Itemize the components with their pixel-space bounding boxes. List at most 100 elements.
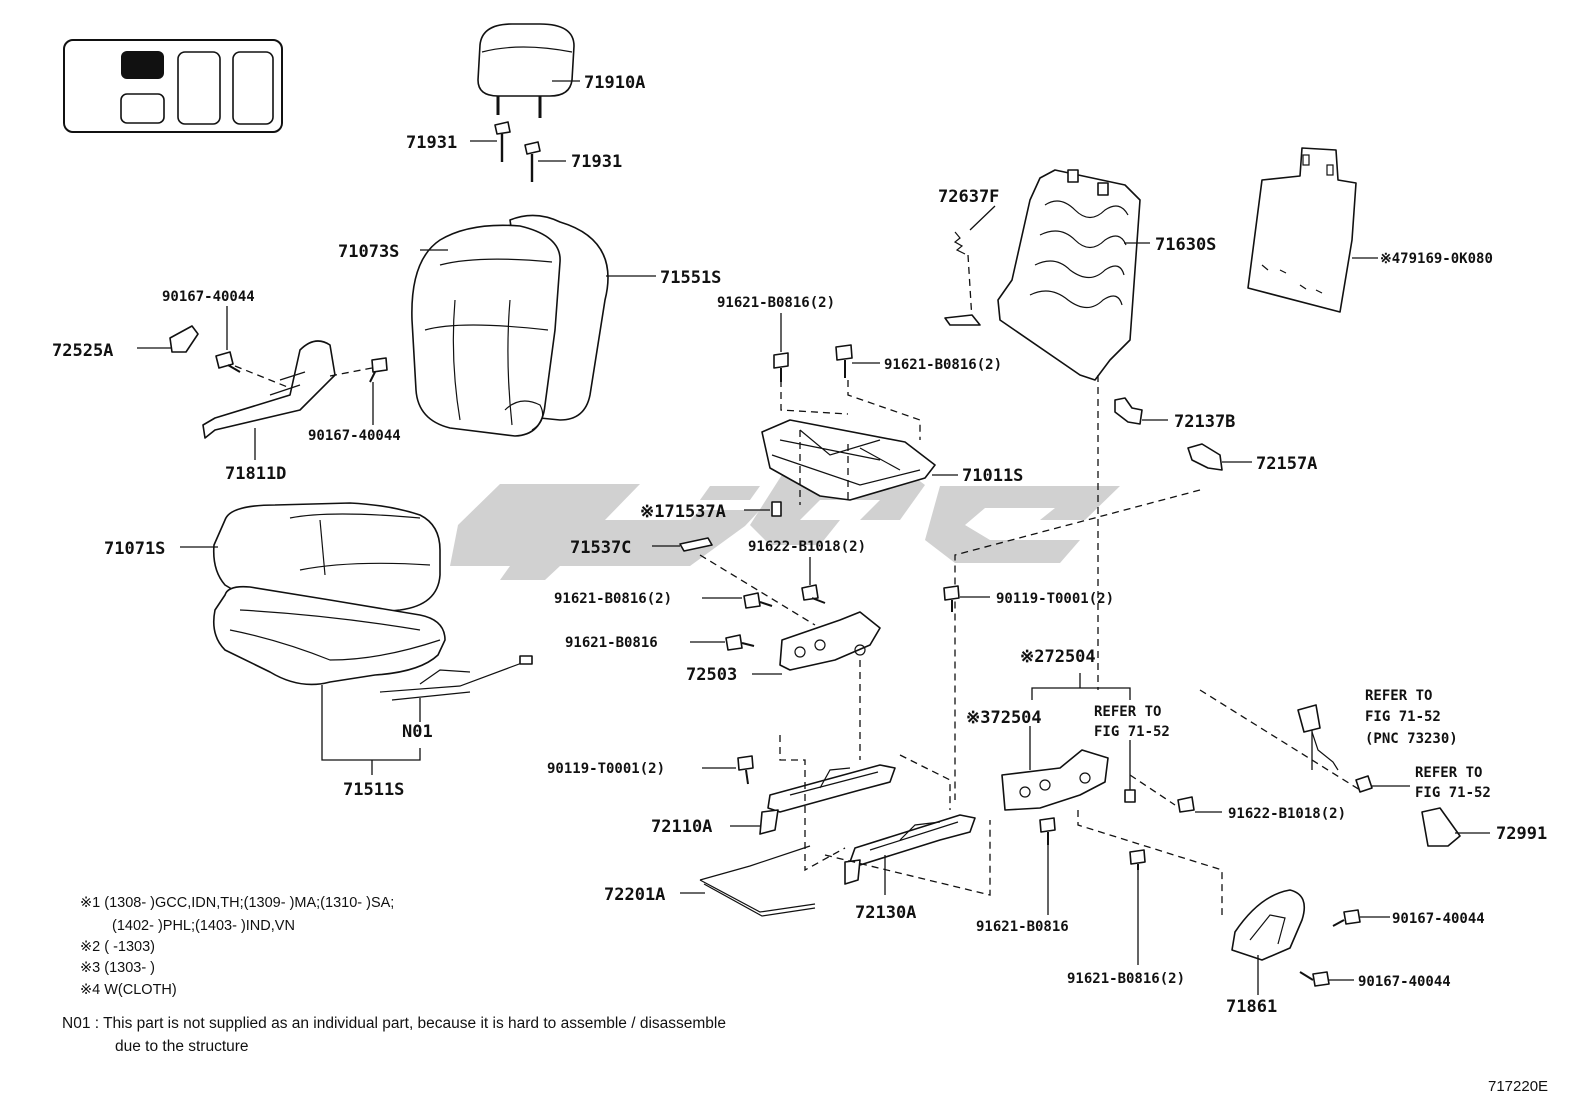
label-71073S[interactable]: 71073S	[338, 242, 399, 262]
watermark-logo	[450, 470, 1120, 580]
label-72504-b[interactable]: ※372504	[966, 708, 1042, 728]
label-refer3-line1[interactable]: REFER TO	[1415, 765, 1482, 781]
hinge-72157A	[1187, 443, 1252, 471]
label-90167-40044-d[interactable]: 90167-40044	[1358, 974, 1451, 990]
hinge-72137B	[1114, 397, 1168, 425]
headrest-71910A	[477, 23, 580, 118]
note-1-line1: ※1 (1308- )GCC,IDN,TH;(1309- )MA;(1310- …	[80, 895, 394, 911]
label-71811D[interactable]: 71811D	[225, 464, 286, 484]
label-90167-40044-a[interactable]: 90167-40044	[162, 289, 255, 305]
seat-shield-71811D	[202, 340, 373, 460]
bolt-90119-T0001-2b	[702, 755, 754, 785]
recliner-72504	[1001, 673, 1136, 811]
bolt-90167-40044-d	[1299, 971, 1354, 987]
applicability-notes: ※1 (1308- )GCC,IDN,TH;(1309- )MA;(1310- …	[62, 895, 726, 1055]
note-N01-line2: due to the structure	[115, 1038, 249, 1055]
label-90119-T0001-2b[interactable]: 90119-T0001(2)	[547, 761, 665, 777]
label-refer1-line2[interactable]: FIG 71-52	[1094, 724, 1170, 740]
bolt-91621-B0816-2b	[835, 344, 880, 378]
dash-hinge-to-track	[954, 489, 1201, 800]
wire-harness-N01	[379, 655, 533, 722]
note-4: ※4 W(CLOTH)	[80, 982, 177, 998]
label-91621-B0816-a[interactable]: 91621-B0816	[565, 635, 658, 651]
headrest-guide-71931	[470, 121, 566, 182]
label-72201A[interactable]: 72201A	[604, 885, 665, 905]
cover-72525A	[137, 325, 199, 353]
label-90119-T0001-2a[interactable]: 90119-T0001(2)	[996, 591, 1114, 607]
label-71071S[interactable]: 71071S	[104, 539, 165, 559]
board-479169-0K080	[1247, 147, 1378, 313]
label-71511S[interactable]: 71511S	[343, 780, 404, 800]
label-91621-B0816-2c[interactable]: 91621-B0816(2)	[554, 591, 672, 607]
label-71861[interactable]: 71861	[1226, 997, 1277, 1017]
label-refer2-line3[interactable]: (PNC 73230)	[1365, 731, 1458, 747]
label-71011S[interactable]: 71011S	[962, 466, 1023, 486]
label-71551S[interactable]: 71551S	[660, 268, 721, 288]
label-71931-b[interactable]: 71931	[571, 152, 622, 172]
clip-71537A	[744, 501, 782, 517]
seatbelt-buckle-ref	[1199, 689, 1361, 791]
pad-71537C	[652, 537, 816, 626]
label-refer3-line2[interactable]: FIG 71-52	[1415, 785, 1491, 801]
label-72525A[interactable]: 72525A	[52, 341, 113, 361]
label-refer2-line1[interactable]: REFER TO	[1365, 688, 1432, 704]
bolt-91621-B0816-2d	[1077, 810, 1223, 965]
label-refer2-line2[interactable]: FIG 71-52	[1365, 709, 1441, 725]
spring-72637F	[944, 205, 996, 326]
wire-72201A	[680, 845, 816, 917]
bolt-90167-40044-a	[215, 306, 241, 373]
note-N01-line1: N01 : This part is not supplied as an in…	[62, 1015, 726, 1032]
seat-cushion-cover-71071S	[180, 502, 441, 619]
seatback-frame-71630S	[997, 169, 1150, 381]
label-90167-40044-c[interactable]: 90167-40044	[1392, 911, 1485, 927]
bolt-91622-B1018-2a	[801, 557, 826, 604]
label-90167-40044-b[interactable]: 90167-40044	[308, 428, 401, 444]
label-N01[interactable]: N01	[402, 722, 433, 742]
label-91621-B0816-b[interactable]: 91621-B0816	[976, 919, 1069, 935]
label-72137B[interactable]: 72137B	[1174, 412, 1235, 432]
note-3: ※3 (1303- )	[80, 960, 155, 976]
bolt-90167-40044-b	[369, 357, 388, 425]
bolt-90119-T0001-2a	[943, 585, 990, 612]
label-71910A[interactable]: 71910A	[584, 73, 645, 93]
seat-track-72110A	[730, 660, 951, 872]
label-91621-B0816-2a[interactable]: 91621-B0816(2)	[717, 295, 835, 311]
label-91622-B1018-2b[interactable]: 91622-B1018(2)	[1228, 806, 1346, 822]
label-72503[interactable]: 72503	[686, 665, 737, 685]
recliner-72503	[752, 611, 881, 675]
bolt-91621-B0816-b	[1039, 817, 1056, 915]
label-72110A[interactable]: 72110A	[651, 817, 712, 837]
label-72130A[interactable]: 72130A	[855, 903, 916, 923]
label-refer1-line1[interactable]: REFER TO	[1094, 704, 1161, 720]
seat-cushion-frame-71011S	[761, 380, 958, 505]
note-2: ※2 ( -1303)	[80, 939, 155, 955]
cover-72991	[1421, 807, 1490, 847]
label-91621-B0816-2b[interactable]: 91621-B0816(2)	[884, 357, 1002, 373]
note-1-line2: (1402- )PHL;(1403- )IND,VN	[112, 918, 295, 934]
bolt-91622-B1018-2b	[1129, 774, 1222, 813]
bolt-91621-B0816-2a	[773, 313, 789, 382]
seatback-cover-71073S	[411, 214, 656, 437]
bolt-91621-B0816-a	[690, 634, 755, 651]
label-91622-B1018-2a[interactable]: 91622-B1018(2)	[748, 539, 866, 555]
seat-cushion-pad-71511S	[212, 585, 446, 775]
label-72637F[interactable]: 72637F	[938, 187, 999, 207]
nut-ref	[1355, 775, 1410, 793]
label-71630S[interactable]: 71630S	[1155, 235, 1216, 255]
seat-track-72130A	[824, 814, 991, 896]
label-91621-B0816-2d[interactable]: 91621-B0816(2)	[1067, 971, 1185, 987]
bolt-90167-40044-c	[1332, 909, 1390, 927]
cover-71861	[1231, 889, 1306, 995]
label-479169-0K080[interactable]: ※479169-0K080	[1380, 251, 1493, 267]
label-72991[interactable]: 72991	[1496, 824, 1547, 844]
label-72157A[interactable]: 72157A	[1256, 454, 1317, 474]
label-72504-a[interactable]: ※272504	[1020, 647, 1096, 667]
label-71537A[interactable]: ※171537A	[640, 502, 726, 522]
diagram-code: 717220E	[1488, 1078, 1548, 1095]
seat-position-icon	[63, 39, 283, 133]
part-labels: 71910A 71931 71931 71073S 71551S 90167-4…	[52, 73, 1547, 1017]
label-71537C[interactable]: 71537C	[570, 538, 631, 558]
label-71931-a[interactable]: 71931	[406, 133, 457, 153]
bolt-91621-B0816-2c	[702, 592, 773, 609]
